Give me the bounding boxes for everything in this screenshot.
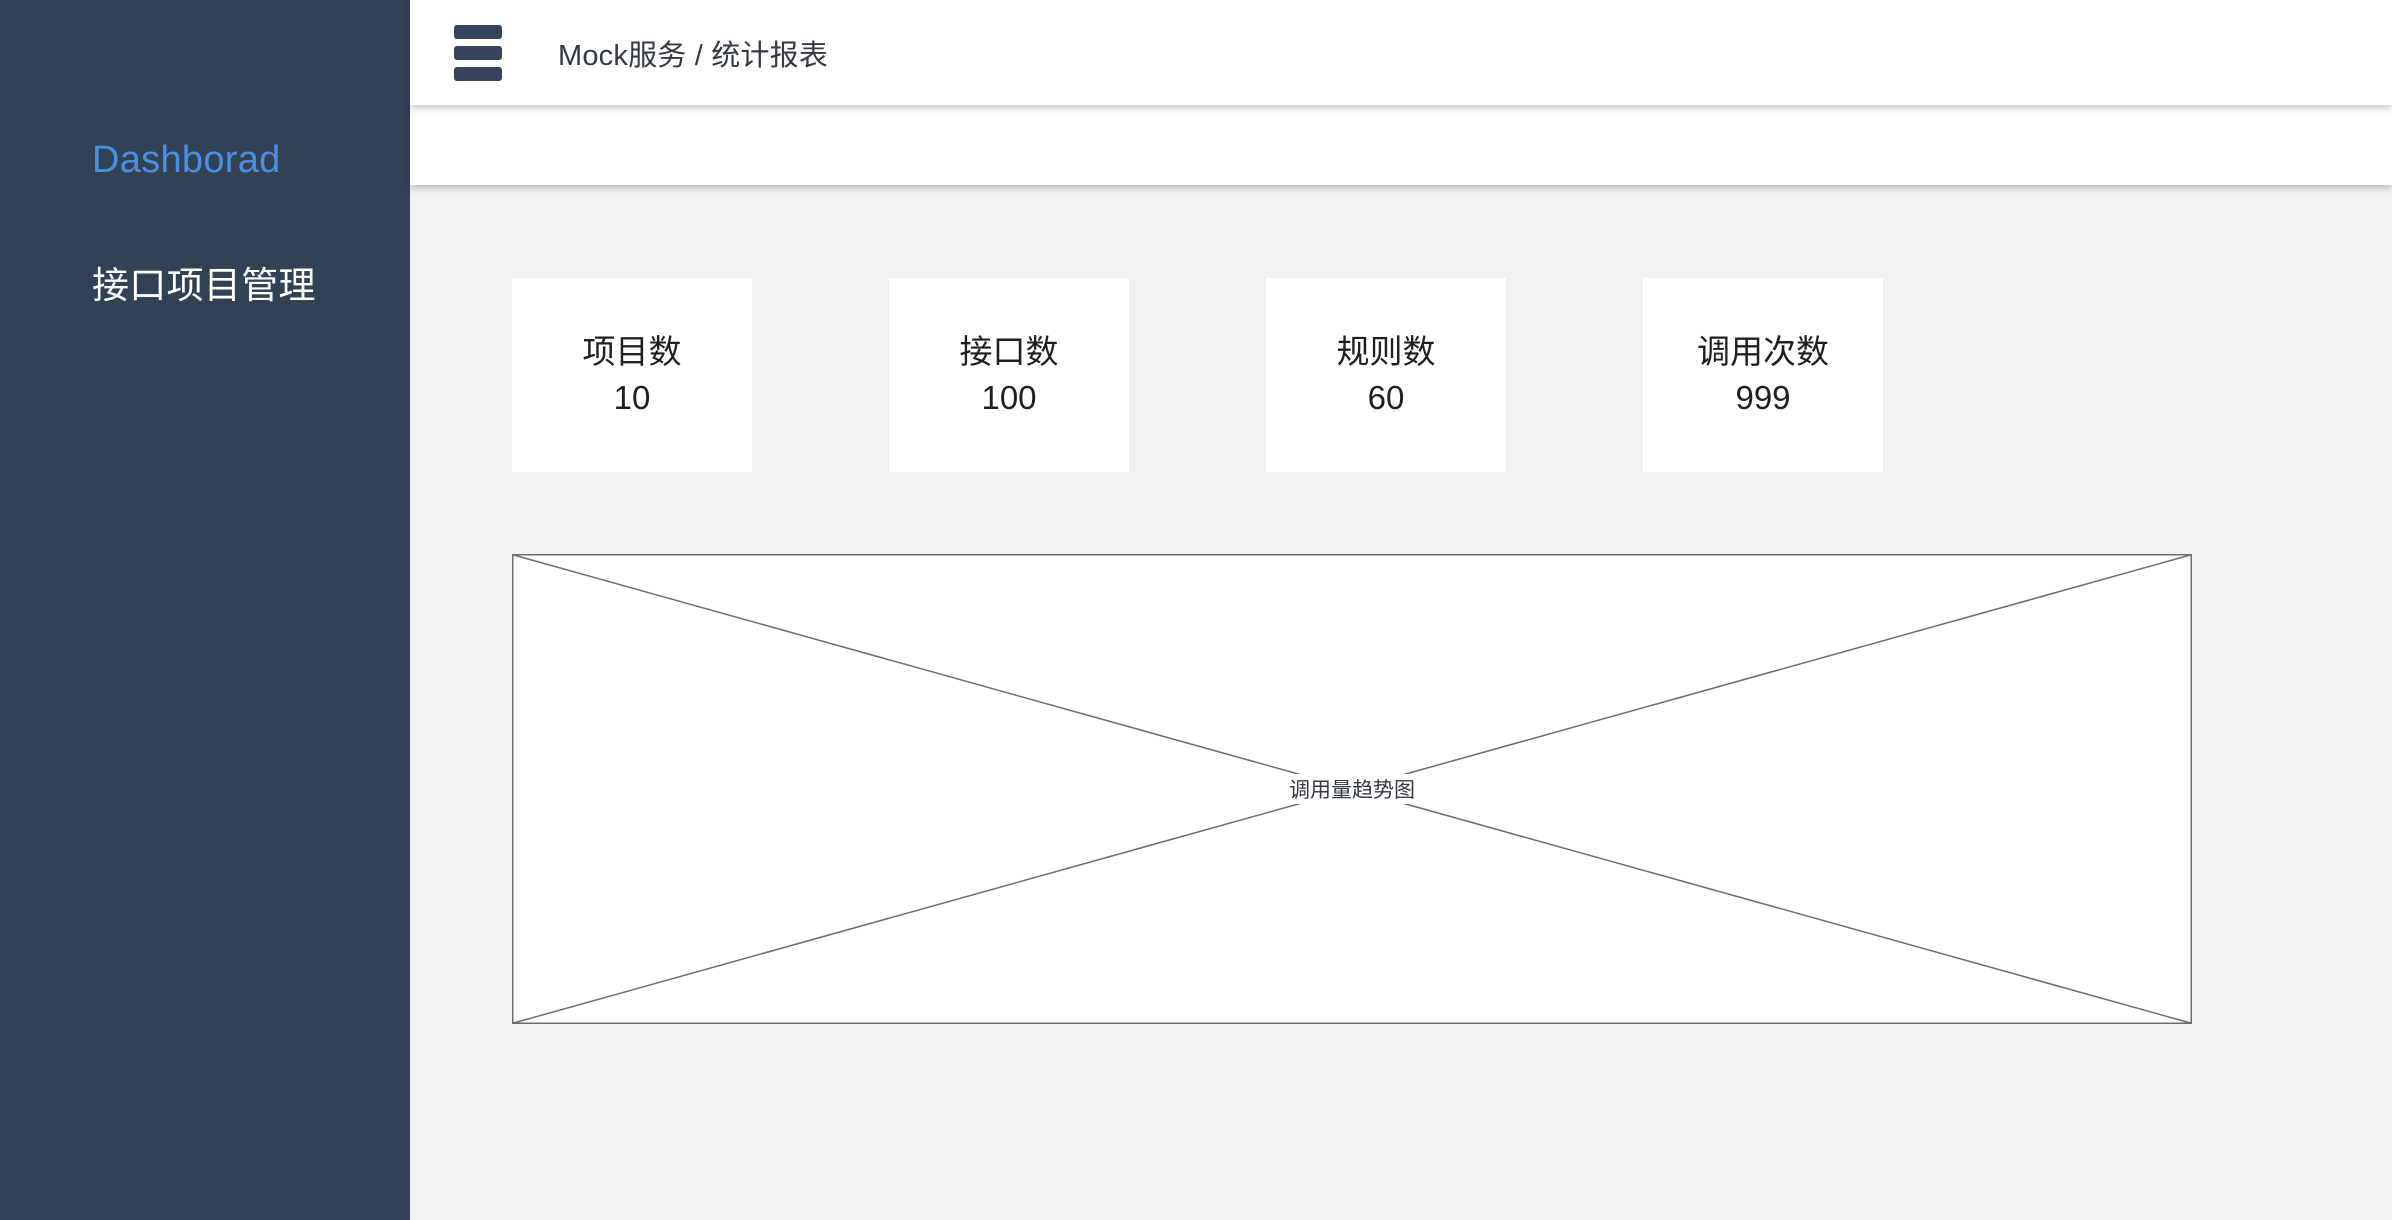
stat-card-title: 接口数 xyxy=(959,333,1059,371)
stat-card-value: 60 xyxy=(1367,379,1405,416)
sidebar-item-interface-project-management[interactable]: 接口项目管理 xyxy=(0,243,410,327)
stat-card-rule-count[interactable]: 规则数 60 xyxy=(1266,278,1506,472)
sidebar-item-dashborad[interactable]: Dashborad xyxy=(0,118,410,202)
stat-card-title: 调用次数 xyxy=(1697,333,1829,371)
stat-card-project-count[interactable]: 项目数 10 xyxy=(512,278,752,472)
hamburger-bar-3 xyxy=(454,66,502,81)
stat-card-row: 项目数 10 接口数 100 规则数 60 调用次数 999 xyxy=(512,278,2392,472)
top-header-bar: Mock服务 / 统计报表 xyxy=(410,0,2392,105)
stat-card-interface-count[interactable]: 接口数 100 xyxy=(889,278,1129,472)
sub-header-bar xyxy=(410,105,2392,185)
hamburger-bar-2 xyxy=(454,45,502,60)
stat-card-title: 项目数 xyxy=(582,333,682,371)
stat-card-title: 规则数 xyxy=(1336,333,1436,371)
stat-card-value: 999 xyxy=(1735,379,1791,416)
chart-placeholder[interactable]: 调用量趋势图 xyxy=(512,554,2192,1024)
sidebar-item-label: 接口项目管理 xyxy=(92,264,316,306)
hamburger-icon[interactable] xyxy=(454,24,502,81)
content-area: 项目数 10 接口数 100 规则数 60 调用次数 999 xyxy=(410,185,2392,1220)
sidebar-item-label: Dashborad xyxy=(92,139,281,181)
breadcrumb: Mock服务 / 统计报表 xyxy=(558,39,829,72)
chart-placeholder-graphic xyxy=(512,554,2192,1024)
hamburger-bar-1 xyxy=(454,24,502,39)
main-column: Mock服务 / 统计报表 项目数 10 接口数 100 规则数 60 xyxy=(410,0,2392,1220)
stat-card-value: 100 xyxy=(981,379,1037,416)
stat-card-value: 10 xyxy=(613,379,651,416)
sidebar: Dashborad 接口项目管理 xyxy=(0,0,410,1220)
stat-card-call-count[interactable]: 调用次数 999 xyxy=(1643,278,1883,472)
